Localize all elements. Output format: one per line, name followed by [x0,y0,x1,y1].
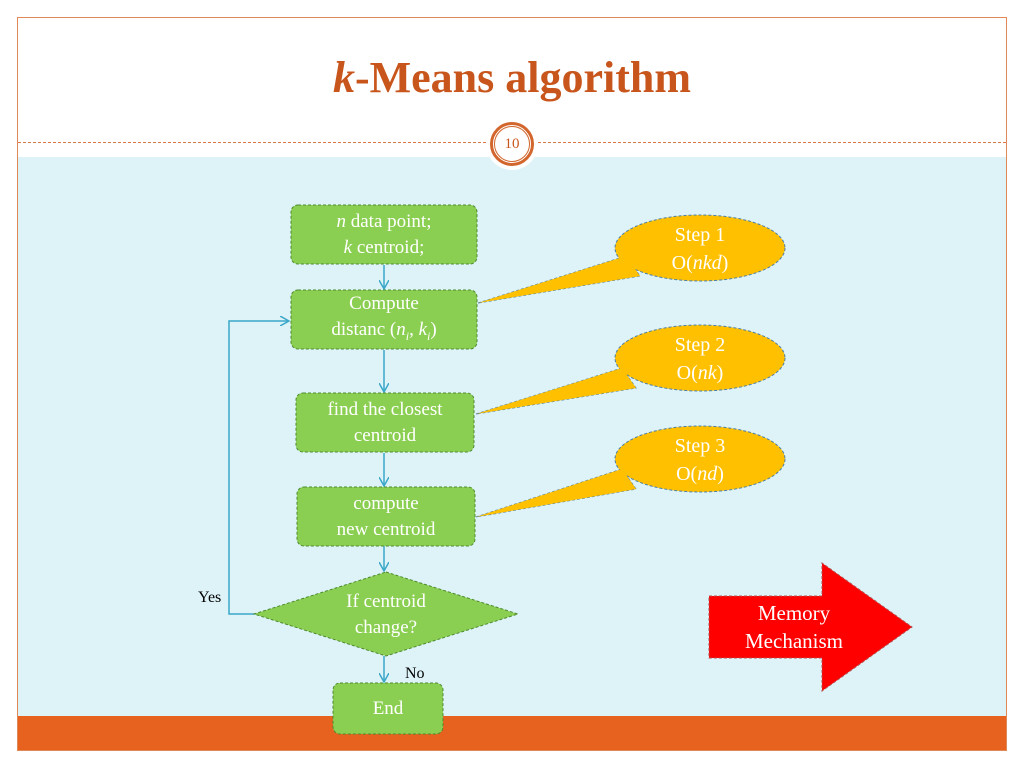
step-3-suffix: ) [717,463,724,485]
subscript-i: i [405,328,410,343]
step-3-complexity: nd [697,463,718,485]
compute-new-line-1: compute [353,492,419,514]
title-rule-left [18,142,486,143]
find-closest-line-1: find the closest [327,398,443,420]
node-end-label: End [333,683,443,734]
step-2-prefix: O( [676,362,698,384]
callout-step-2 [475,324,786,415]
step-3-prefix: O( [676,463,698,485]
subscript-i-2: i [427,328,431,343]
step-2-complexity: nk [697,362,717,384]
title-rule-right [538,142,1006,143]
var-k: k [343,236,353,258]
callout-step-2-label: Step 2 O(nk) [615,328,785,390]
compute-new-line-2: new centroid [336,518,436,540]
compute-distance-line-1: Compute [349,292,419,314]
var-k-i: k [418,318,427,340]
step-1-prefix: O( [671,252,693,274]
node-compute-distance [290,289,478,350]
node-find-closest-label: find the closest centroid [296,393,474,452]
connectors [228,265,384,681]
decision-line-2: change? [354,617,418,638]
title-italic-k: k [332,53,355,102]
node-input [290,204,478,265]
node-decision [252,571,520,657]
node-find-closest [295,392,475,453]
callout-step-1-label: Step 1 O(nkd) [615,218,785,280]
callout-step-3-label: Step 3 O(nd) [615,429,785,491]
input-line-2: centroid; [352,236,425,258]
node-input-label: n data point; k centroid; [291,205,477,264]
step-2-suffix: ) [716,362,724,384]
distance-prefix: distanc ( [331,318,397,340]
node-decision-label: If centroid change? [296,586,476,644]
var-n: n [336,210,347,232]
step-1-complexity: nkd [692,252,722,274]
compute-distance-line-2: distanc (ni, ki) [331,317,436,349]
var-n-i: n [396,318,406,340]
step-1-suffix: ) [721,252,729,274]
end-label: End [372,697,404,719]
memory-line-1: Memory [757,601,831,625]
title-text: -Means algorithm [354,53,692,102]
node-compute-distance-label: Compute distanc (ni, ki) [291,290,477,349]
node-compute-new [296,486,476,547]
footer-bar [18,716,1006,750]
find-closest-line-2: centroid [353,424,417,446]
callout-step-1 [477,214,786,304]
input-line-1: data point; [346,210,432,232]
arrow-loop-back [228,321,288,615]
page-number: 10 [494,126,530,162]
step-2-title: Step 2 [674,334,726,356]
distance-suffix: ) [430,318,437,340]
node-end [332,682,444,735]
step-1-title: Step 1 [674,224,726,246]
slide-title: k-Means algorithm [0,50,1024,106]
distance-separator: , [409,318,419,340]
decision-line-1: If centroid [346,591,426,612]
slide-frame [17,17,1007,751]
node-compute-new-label: compute new centroid [297,487,475,546]
edge-label-yes: Yes [198,589,222,606]
memory-line-2: Mechanism [745,629,843,653]
edge-label-no: No [405,665,425,682]
callout-step-3 [475,425,786,518]
memory-mechanism-label: Memory Mechanism [712,598,876,656]
step-3-title: Step 3 [674,435,726,457]
memory-mechanism-arrow [708,562,913,692]
